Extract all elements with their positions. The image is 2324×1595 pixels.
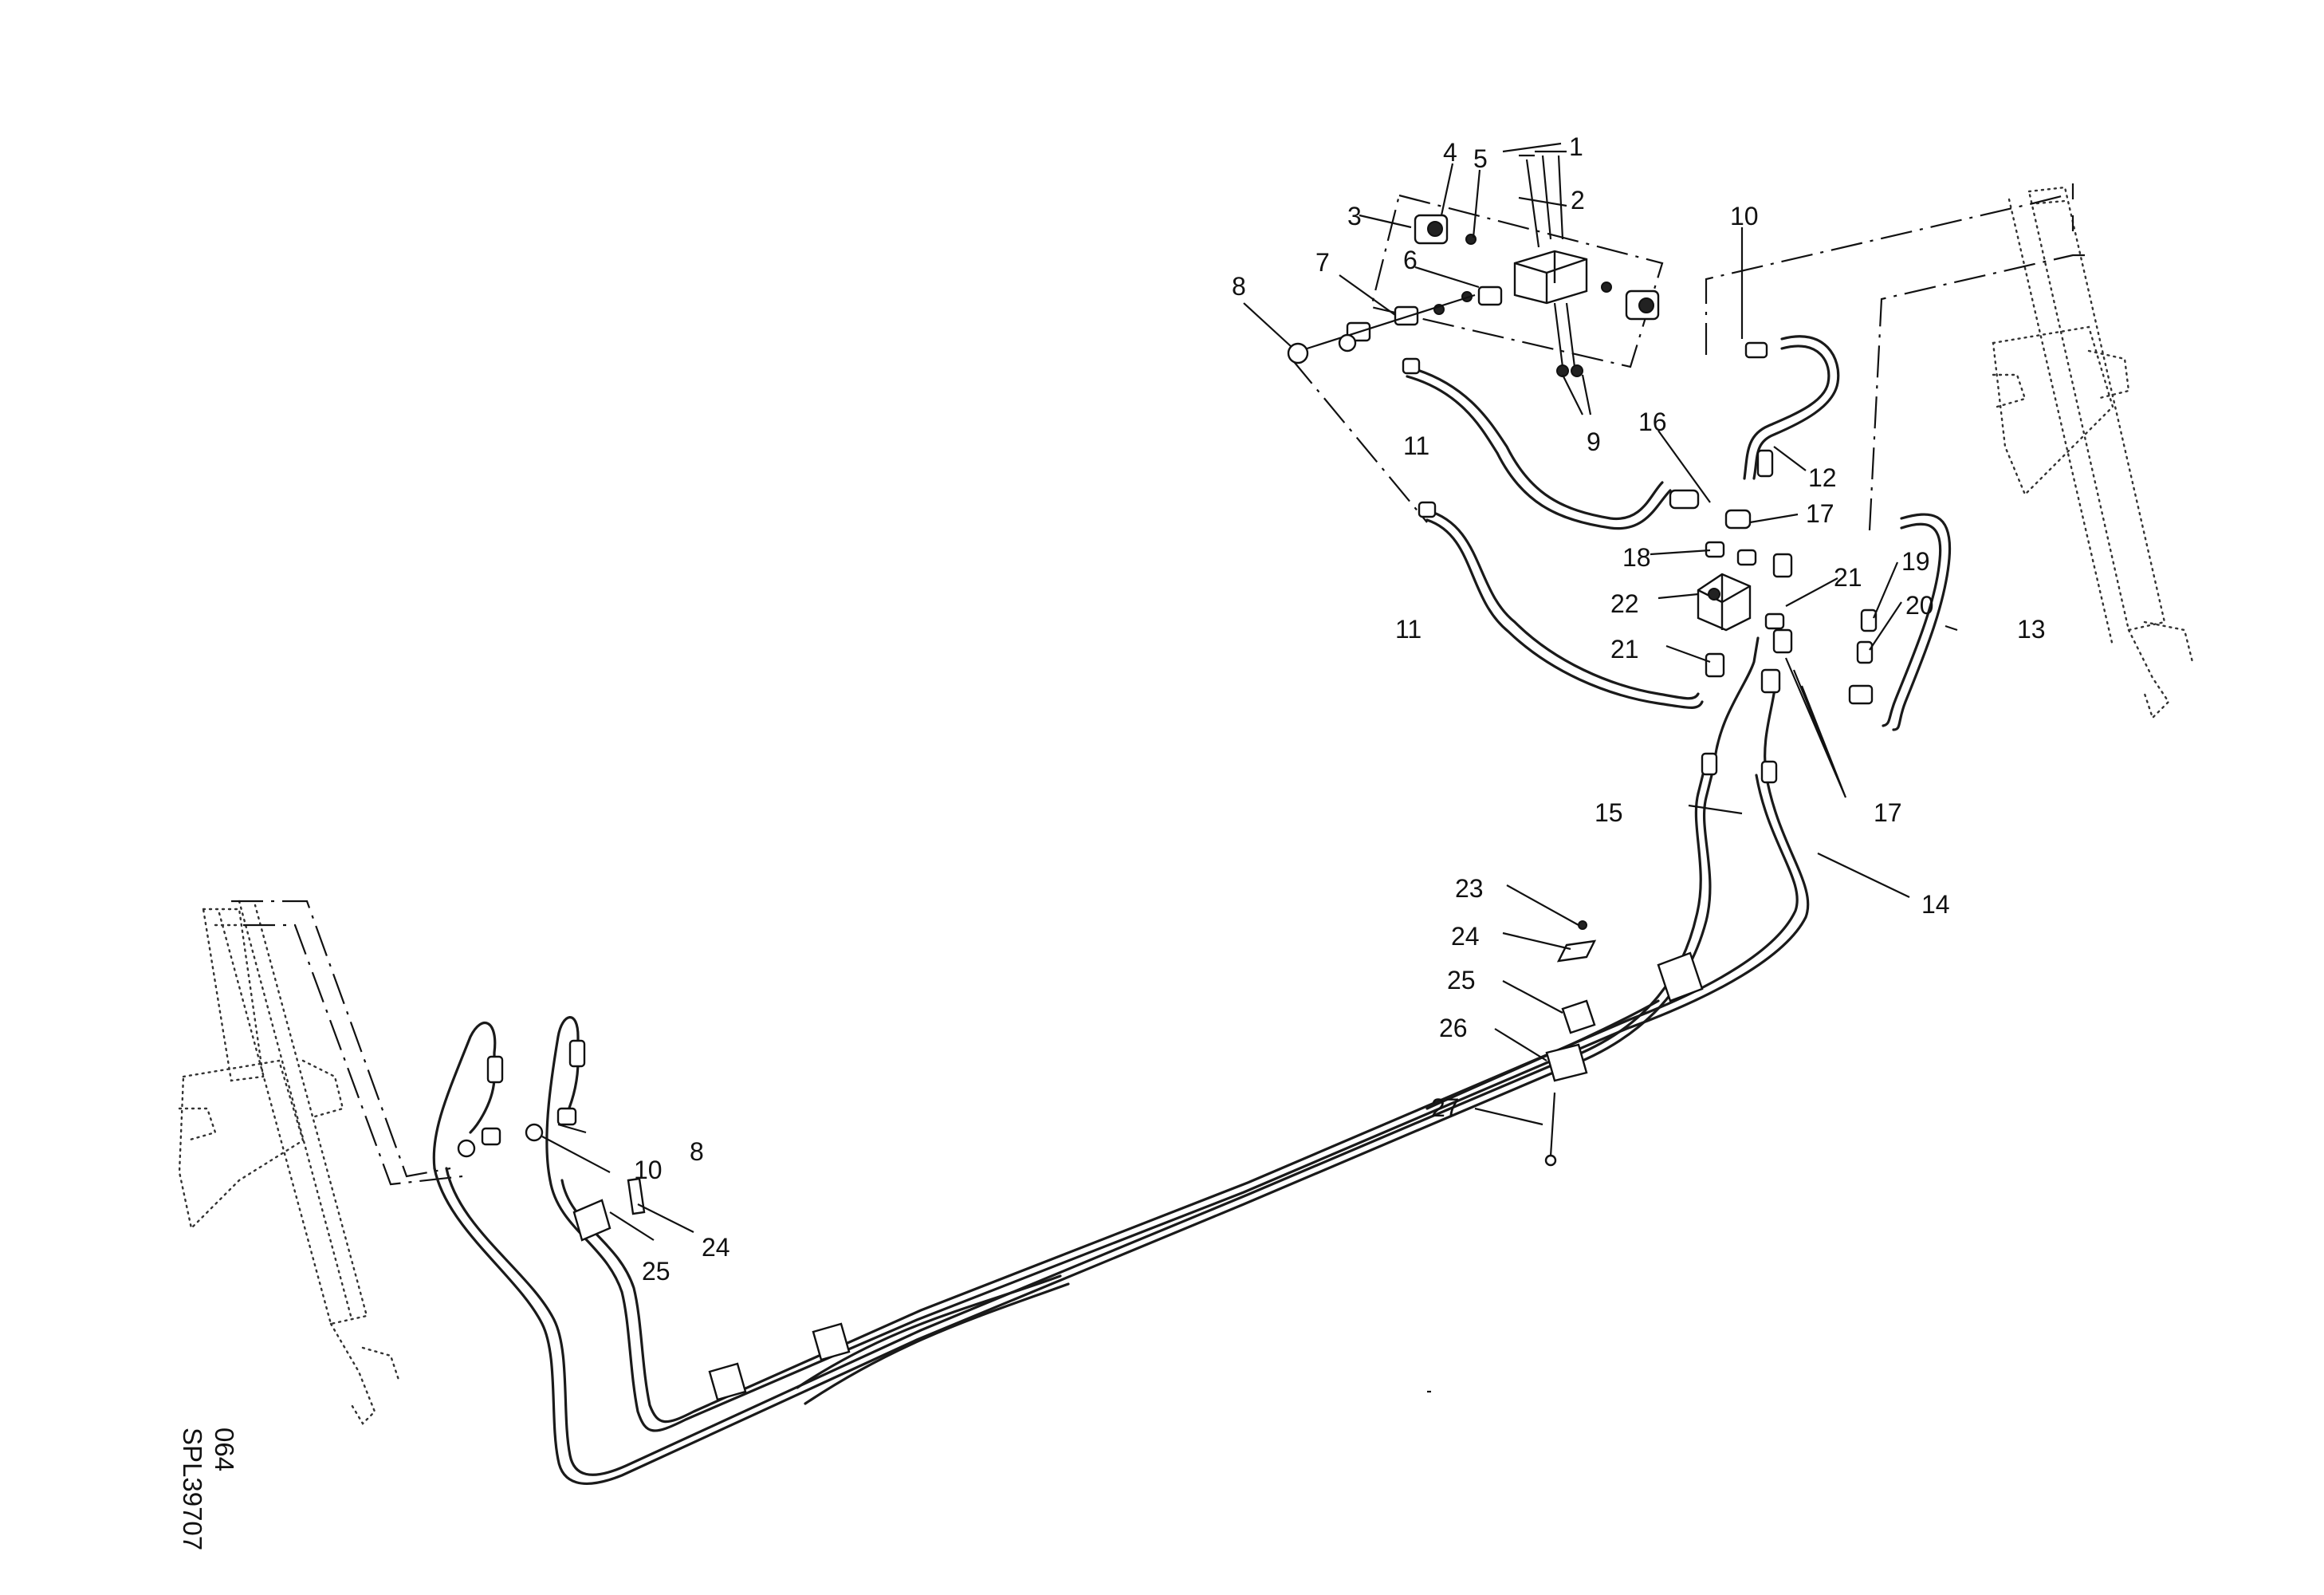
right-lift-cylinder <box>1992 186 2194 720</box>
callout-21-upper: 21 <box>1834 563 1862 592</box>
callout-10-upper: 10 <box>1730 202 1759 230</box>
callout-20: 20 <box>1905 591 1934 620</box>
callout-14: 14 <box>1921 890 1950 919</box>
callout-17-lower: 17 <box>1874 798 1902 827</box>
callout-10-lower: 10 <box>634 1156 663 1184</box>
callout-16: 16 <box>1638 408 1667 436</box>
hose-13 <box>1882 513 1952 731</box>
callout-26: 26 <box>1439 1014 1468 1042</box>
callout-2: 2 <box>1571 186 1585 215</box>
callout-13: 13 <box>2017 615 2046 644</box>
callout-4: 4 <box>1443 138 1457 167</box>
main-hose-bundle <box>432 764 1810 1485</box>
callout-23: 23 <box>1455 874 1484 903</box>
callout-22: 22 <box>1610 589 1639 618</box>
hose-clamps <box>457 449 1774 1401</box>
callout-7: 7 <box>1315 248 1330 277</box>
callout-18: 18 <box>1622 543 1651 572</box>
hose-12 <box>1743 335 1840 480</box>
callout-25-left: 25 <box>642 1257 670 1286</box>
callout-25-right: 25 <box>1447 966 1476 994</box>
callout-9: 9 <box>1587 427 1601 456</box>
callout-11-lower: 11 <box>1395 615 1422 644</box>
hose-11-lower <box>1425 509 1704 710</box>
callout-24-left: 24 <box>702 1233 730 1262</box>
distribution-block-assembly <box>1669 341 1878 784</box>
callout-24-right: 24 <box>1451 922 1480 951</box>
callout-17-upper: 17 <box>1806 499 1834 528</box>
left-lift-cylinder <box>178 900 400 1425</box>
callout-5: 5 <box>1473 144 1488 173</box>
callout-1: 1 <box>1569 132 1583 161</box>
callout-21-lower: 21 <box>1610 635 1639 664</box>
callout-labels: 1 2 3 4 5 6 7 8 9 10 11 11 12 13 14 15 1… <box>634 132 2046 1286</box>
reference-lines <box>231 183 2085 1186</box>
callout-8-upper: 8 <box>1232 272 1246 301</box>
fitting-row-upper <box>1287 286 1503 518</box>
figure-page-number: 064 <box>210 1428 239 1471</box>
figure-reference: SPL39707 064 <box>178 1428 239 1550</box>
callout-27: 27 <box>1431 1093 1460 1122</box>
leader-lines <box>541 142 1958 1393</box>
callout-8-lower: 8 <box>690 1137 704 1166</box>
callout-15: 15 <box>1595 798 1623 827</box>
callout-12: 12 <box>1808 463 1837 492</box>
valve-block-assembly <box>1414 150 1660 377</box>
callout-6: 6 <box>1403 246 1418 274</box>
figure-reference-code: SPL39707 <box>178 1428 207 1550</box>
callout-3: 3 <box>1347 202 1362 230</box>
callout-11-upper: 11 <box>1403 431 1429 460</box>
callout-19: 19 <box>1901 547 1930 576</box>
hose-11-upper <box>1406 365 1672 530</box>
